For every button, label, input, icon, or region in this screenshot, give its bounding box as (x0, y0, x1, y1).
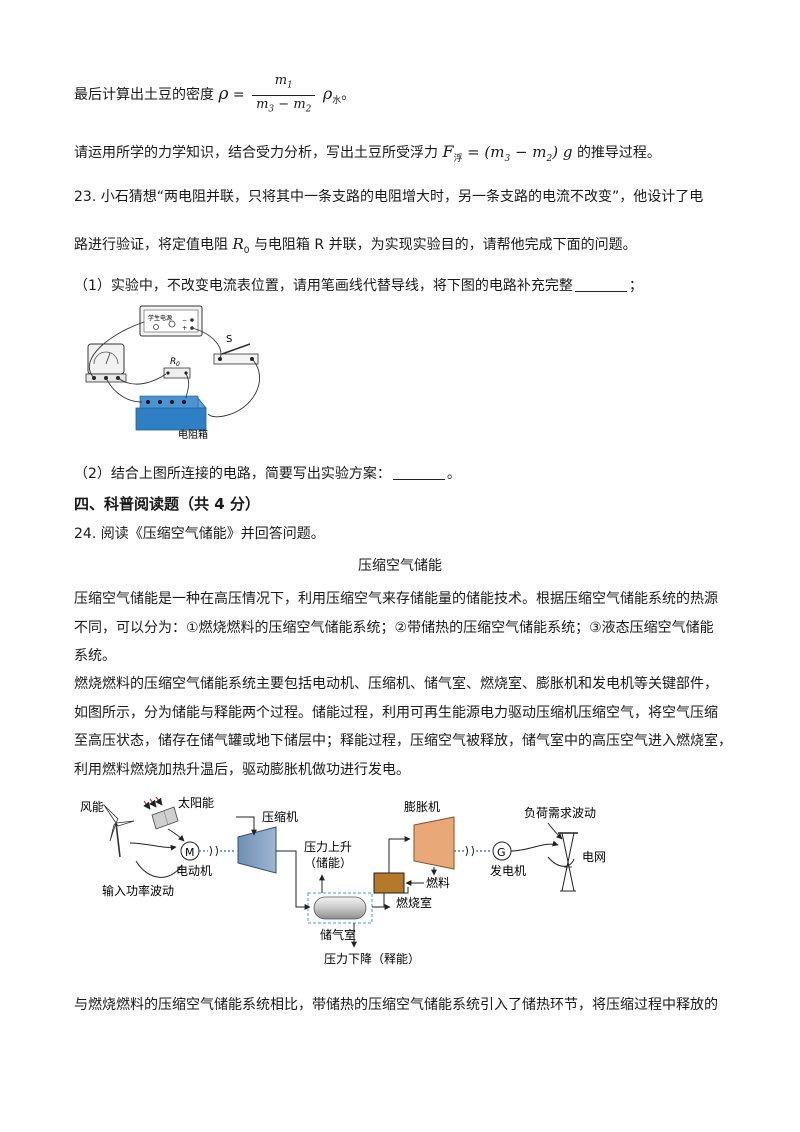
density-fraction: m1 m3 − m2 (252, 72, 316, 118)
circuit-wires (88, 321, 261, 418)
shaft-1 (199, 845, 236, 857)
rho-symbol: ρ (218, 84, 229, 105)
label-motor: 电动机 (176, 864, 212, 878)
switch: S (213, 334, 259, 365)
label-tank: 储气室 (320, 927, 356, 942)
frac-den-b-sub: 2 (305, 104, 312, 115)
generator-letter: G (497, 846, 506, 859)
shaft-2 (454, 845, 492, 857)
buoyancy-mid: − m (510, 143, 547, 161)
resistance-box-label: 电阻箱 (178, 428, 208, 441)
wind-turbine-icon (103, 804, 135, 858)
label-pressure-up: 压力上升 (304, 840, 352, 854)
power-supply: 学生电源 − + (139, 305, 203, 337)
switch-label: S (226, 334, 232, 345)
section-4-title: 四、科普阅读题（共 4 分） (74, 495, 260, 513)
label-solar: 太阳能 (178, 795, 214, 810)
combustor-icon (373, 872, 405, 894)
q23-part2-end: 。 (446, 466, 461, 482)
article-para-2: 燃烧燃料的压缩空气储能系统主要包括电动机、压缩机、储气室、燃烧室、膨胀机和发电机… (74, 670, 732, 784)
density-prefix: 最后计算出土豆的密度 (74, 87, 214, 104)
q23-part1-end: ； (628, 278, 643, 294)
q23-R0-sub: 0 (243, 245, 250, 256)
q23-line1: 23. 小石猜想“两电阻并联，只将其中一条支路的电阻增大时，另一条支路的电流不改… (74, 189, 704, 205)
para2-line4: 利用燃料燃烧加热升温后，驱动膨胀机做功进行发电。 (74, 761, 410, 778)
label-expander: 膨胀机 (404, 800, 440, 814)
frac-den-b: m (293, 96, 306, 112)
buoyancy-sub3: 3 (504, 154, 511, 164)
article-para-3: 与燃烧燃料的压缩空气储能系统相比，带储热的压缩空气储能系统引入了储热环节，将压缩… (74, 997, 718, 1013)
buoyancy-line: 请运用所学的力学知识，结合受力分析，写出土豆所受浮力 F浮 = (m3 − m2… (74, 140, 661, 171)
buoyancy-F-sub: 浮 (453, 153, 463, 164)
label-generator: 发电机 (490, 863, 526, 878)
density-end: 。 (341, 87, 356, 104)
r0-label: R (170, 357, 176, 367)
label-combustor: 燃烧室 (396, 895, 432, 910)
buoyancy-eq-close: ) g (552, 143, 573, 161)
source-label: 学生电源 (148, 314, 172, 322)
para1-line3: 系统。 (74, 648, 116, 664)
para1-line1: 压缩空气储能是一种在高压情况下，利用压缩空气来存储能量的储能技术。根据压缩空气储… (74, 591, 718, 607)
rho-water-sub: 水 (332, 95, 342, 106)
q23-R0: R (232, 235, 244, 253)
r0-label-sub: 0 (176, 361, 180, 368)
label-input-fluct: 输入功率波动 (102, 883, 174, 898)
label-grid: 电网 (582, 850, 606, 864)
q23-line2-b: 与电阻箱 R 并联，为实现实验目的，请帮他完成下面的问题。 (253, 237, 637, 253)
q23-line2-a: 路进行验证，将定值电阻 (74, 237, 228, 253)
label-wind: 风能 (80, 800, 104, 814)
label-pressure-down: 压力下降（释能） (324, 952, 420, 966)
para2-line3: 至高压状态，储存在储气罐或地下储层中；释能过程，压缩空气被释放，储气室中的高压空… (74, 733, 732, 749)
q23-part1-text: （1）实验中，不改变电流表位置，请用笔画线代替导线，将下图的电路补充完整 (74, 278, 573, 294)
circuit-figure: 学生电源 − + S R 0 (85, 305, 261, 441)
compressor-icon (237, 826, 277, 874)
frac-den-a-sub: 3 (268, 104, 275, 115)
answer-blank-2[interactable] (392, 465, 445, 480)
para1-line2: 不同，可以分为：①燃烧燃料的压缩空气储能系统；②带储热的压缩空气储能系统；③液态… (74, 619, 714, 636)
frac-den-a: m (256, 96, 269, 112)
q24-intro: 24. 阅读《压缩空气储能》并回答问题。 (74, 526, 325, 542)
resistance-box: 电阻箱 (135, 395, 208, 441)
q23-part2: （2）结合上图所连接的电路，简要写出实验方案： 。 (74, 464, 461, 484)
q23-part2-text: （2）结合上图所连接的电路，简要写出实验方案： (74, 466, 391, 482)
expander-icon (413, 816, 455, 870)
label-load-fluct: 负荷需求波动 (524, 806, 596, 820)
power-tower-icon (558, 832, 578, 892)
buoyancy-suffix: 的推导过程。 (576, 145, 661, 161)
buoyancy-F: F (442, 142, 454, 161)
buoyancy-eq-open: = (m (467, 143, 505, 161)
answer-blank-1[interactable] (574, 277, 627, 292)
buoyancy-sub2: 2 (546, 154, 553, 164)
gas-tank-icon (313, 896, 367, 920)
resistor-r0: R 0 (163, 357, 191, 379)
frac-num: m (274, 73, 288, 88)
article-title: 压缩空气储能 (358, 558, 442, 574)
rho-water: ρ (322, 84, 333, 104)
para2-line2: 如图所示，分为储能与释能两个过程。储能过程，利用可再生能源电力驱动压缩机压缩空气… (74, 704, 718, 721)
label-pressure-up-2: （储能） (304, 855, 352, 870)
label-fuel: 燃料 (426, 875, 450, 890)
motor-letter: M (185, 846, 195, 859)
density-line: 最后计算出土豆的密度 ρ = m1 m3 − m2 ρ水。 (74, 72, 355, 121)
buoyancy-prefix: 请运用所学的力学知识，结合受力分析，写出土豆所受浮力 (74, 145, 438, 161)
q23-line2: 路进行验证，将定值电阻 R0 与电阻箱 R 并联，为实现实验目的，请帮他完成下面… (74, 234, 637, 261)
ammeter (85, 343, 127, 383)
para2-line1: 燃烧燃料的压缩空气储能系统主要包括电动机、压缩机、储气室、燃烧室、膨胀机和发电机… (74, 676, 718, 692)
q23-part1: （1）实验中，不改变电流表位置，请用笔画线代替导线，将下图的电路补充完整 ； (74, 276, 643, 296)
svg-text:+: + (182, 325, 187, 332)
equals-sign: = (232, 87, 245, 104)
svg-text:−: − (182, 317, 187, 324)
article-para-1: 压缩空气储能是一种在高压情况下，利用压缩空气来存储能量的储能技术。根据压缩空气储… (74, 585, 718, 671)
label-compressor: 压缩机 (262, 809, 298, 824)
solar-panel-icon (143, 796, 179, 830)
tank-boundary (307, 892, 373, 924)
frac-num-sub: 1 (287, 80, 293, 91)
frac-minus: − (278, 96, 290, 112)
caes-diagram: 风能 太阳能 M 电动机 输入功率波动 压缩机 压力上升 （储能） 储气室 压力… (80, 795, 606, 966)
